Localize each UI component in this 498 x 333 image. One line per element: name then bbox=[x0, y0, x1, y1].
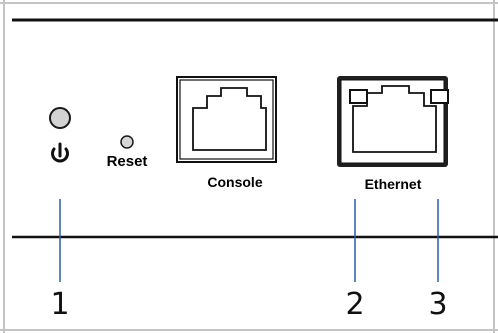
console-port bbox=[176, 76, 277, 163]
ethernet-label: Ethernet bbox=[365, 176, 422, 192]
ethernet-port bbox=[337, 76, 449, 167]
callout-number-2: 2 bbox=[345, 287, 364, 322]
callout-number-1: 1 bbox=[50, 287, 69, 322]
reset-pinhole bbox=[120, 135, 134, 149]
reset-label: Reset bbox=[107, 153, 148, 170]
callout-number-3: 3 bbox=[428, 287, 447, 322]
status-led bbox=[49, 107, 71, 129]
ethernet-led-left bbox=[349, 89, 368, 104]
power-icon bbox=[51, 142, 69, 163]
ethernet-led-right bbox=[430, 89, 449, 104]
console-label: Console bbox=[207, 174, 262, 190]
